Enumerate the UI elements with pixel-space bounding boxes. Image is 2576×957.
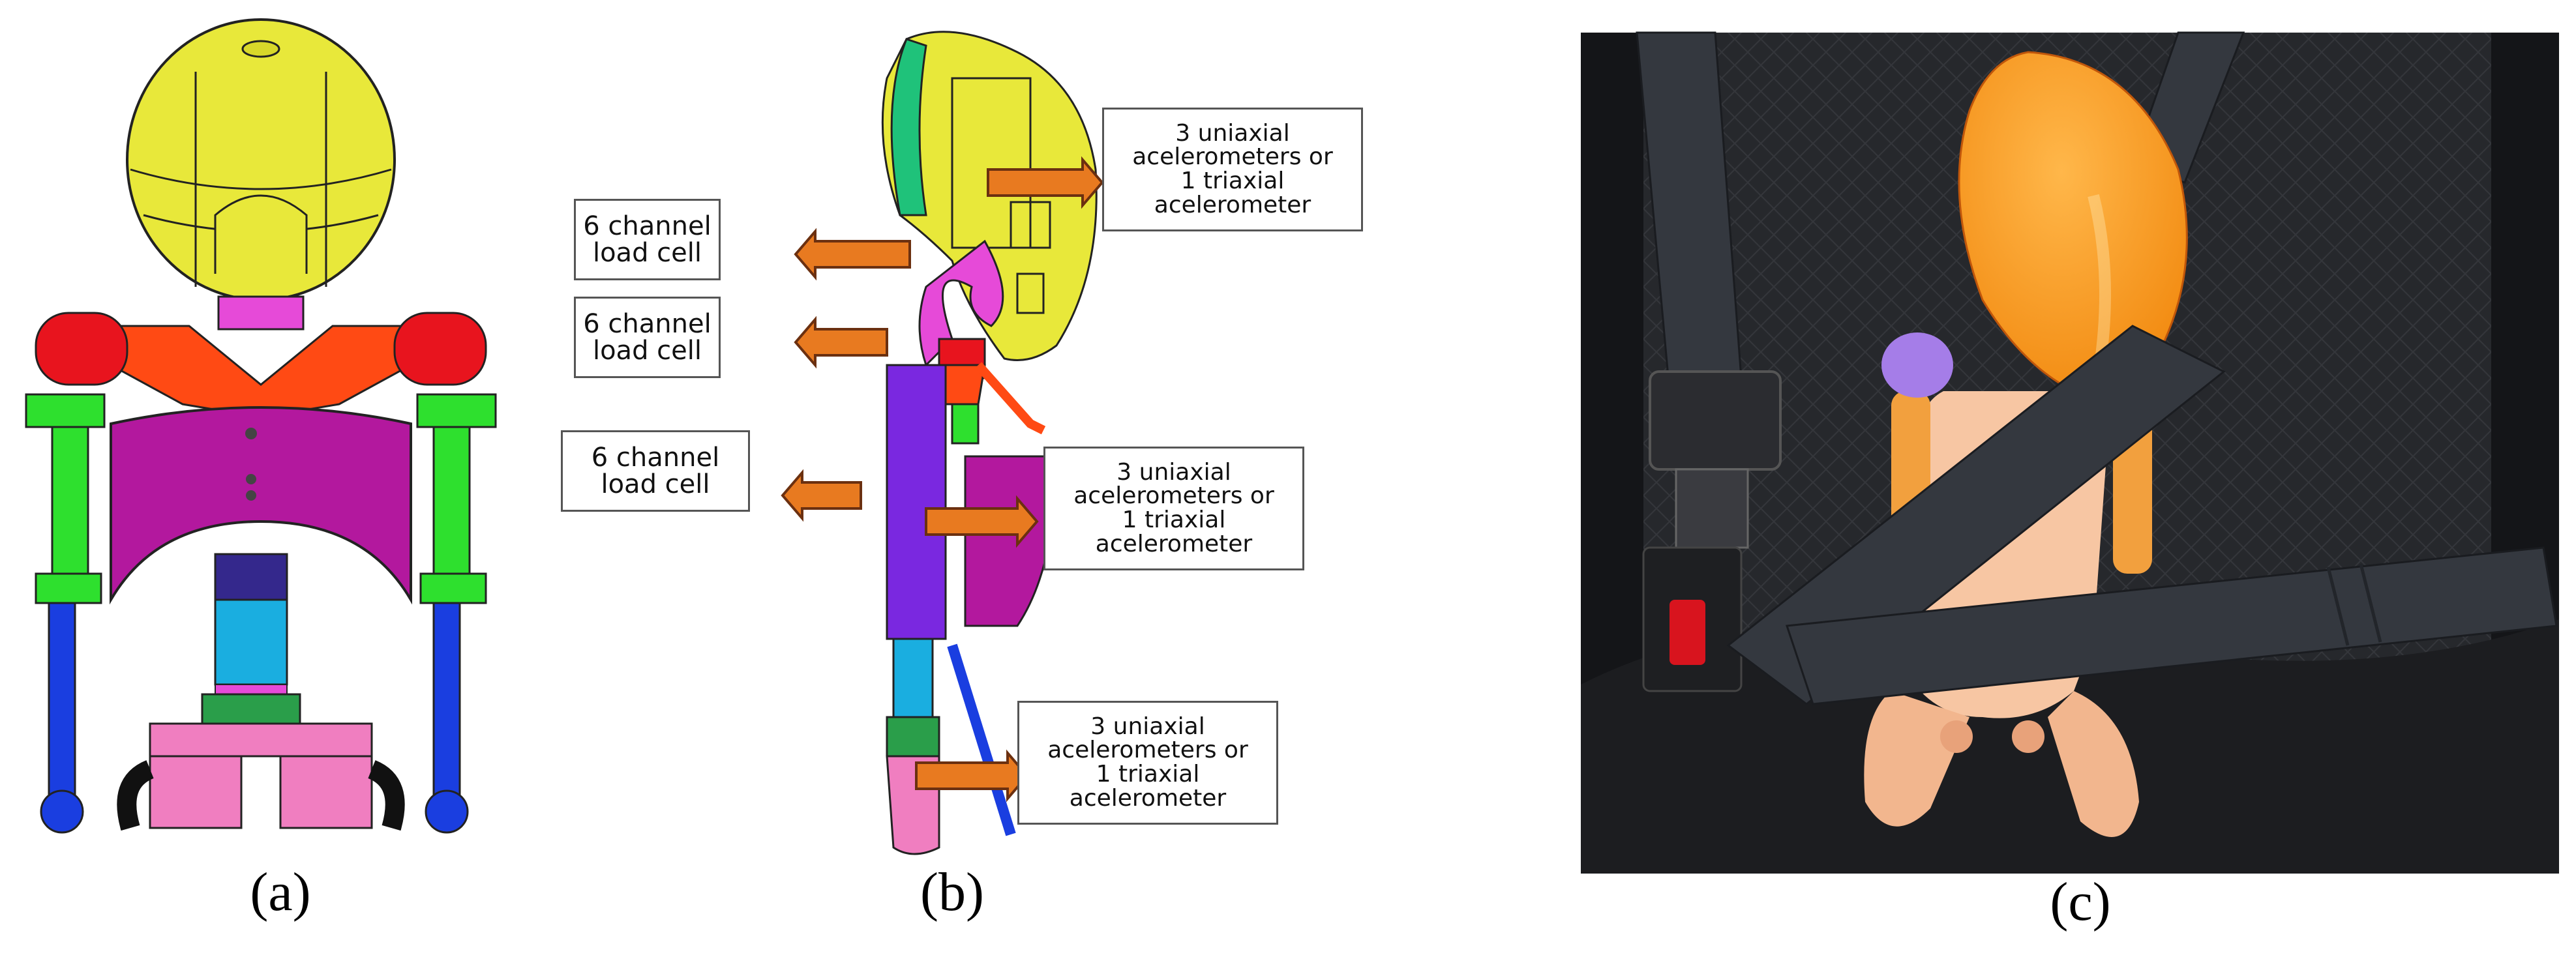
spine-shape [214, 598, 288, 686]
shoulder-bracket-shape [110, 325, 412, 419]
label-head-accelerometer: 3 uniaxial acelerometers or 1 triaxial a… [1102, 108, 1363, 231]
side-spine-shape [886, 364, 947, 640]
left-shoulder-photo [1881, 332, 1953, 398]
arrow-neck-lower [794, 316, 888, 369]
right-forearm [432, 602, 461, 806]
latch-release-button [1670, 600, 1705, 665]
dummy-side-cad-drawing [781, 31, 1104, 855]
side-thorax-shape [964, 455, 1058, 627]
caption-c: (c) [2050, 872, 2111, 932]
left-shoulder-joint [35, 312, 128, 386]
right-arm [432, 426, 471, 578]
left-arm [51, 426, 89, 578]
caption-a: (a) [250, 862, 311, 922]
thorax-shape [110, 406, 412, 605]
arrow-lumbar [781, 469, 862, 522]
label-upper-neck-load-cell: 6 channel load cell [574, 199, 721, 280]
arrow-neck-upper [794, 228, 911, 281]
left-forearm [48, 602, 76, 806]
seat-belt-diagonal [1726, 325, 2226, 705]
dummy-front-cad-drawing [25, 18, 497, 834]
arrow-chest-accel [925, 495, 1039, 548]
label-lower-neck-load-cell: 6 channel load cell [574, 297, 721, 378]
label-chest-accelerometer: 3 uniaxial acelerometers or 1 triaxial a… [1043, 447, 1304, 570]
right-shoulder-joint [393, 312, 487, 386]
label-lumbar-load-cell: 6 channel load cell [561, 430, 750, 512]
dummy-in-seat-photo [1581, 31, 2559, 874]
neck-shape [217, 295, 305, 331]
belt-buckle [1649, 370, 1782, 471]
panel-c-photo: (c) [1578, 0, 2576, 957]
arrow-head-accel [987, 156, 1104, 209]
seat-belt-lap [1785, 546, 2558, 705]
panel-a-front-view: (a) [0, 0, 574, 957]
panel-b-side-view: 3 uniaxial acelerometers or 1 triaxial a… [561, 0, 1383, 957]
caption-b: (b) [920, 862, 984, 922]
pelvis-shape [149, 722, 373, 758]
label-pelvis-accelerometer: 3 uniaxial acelerometers or 1 triaxial a… [1017, 701, 1278, 825]
side-neck-shape [918, 239, 1004, 367]
